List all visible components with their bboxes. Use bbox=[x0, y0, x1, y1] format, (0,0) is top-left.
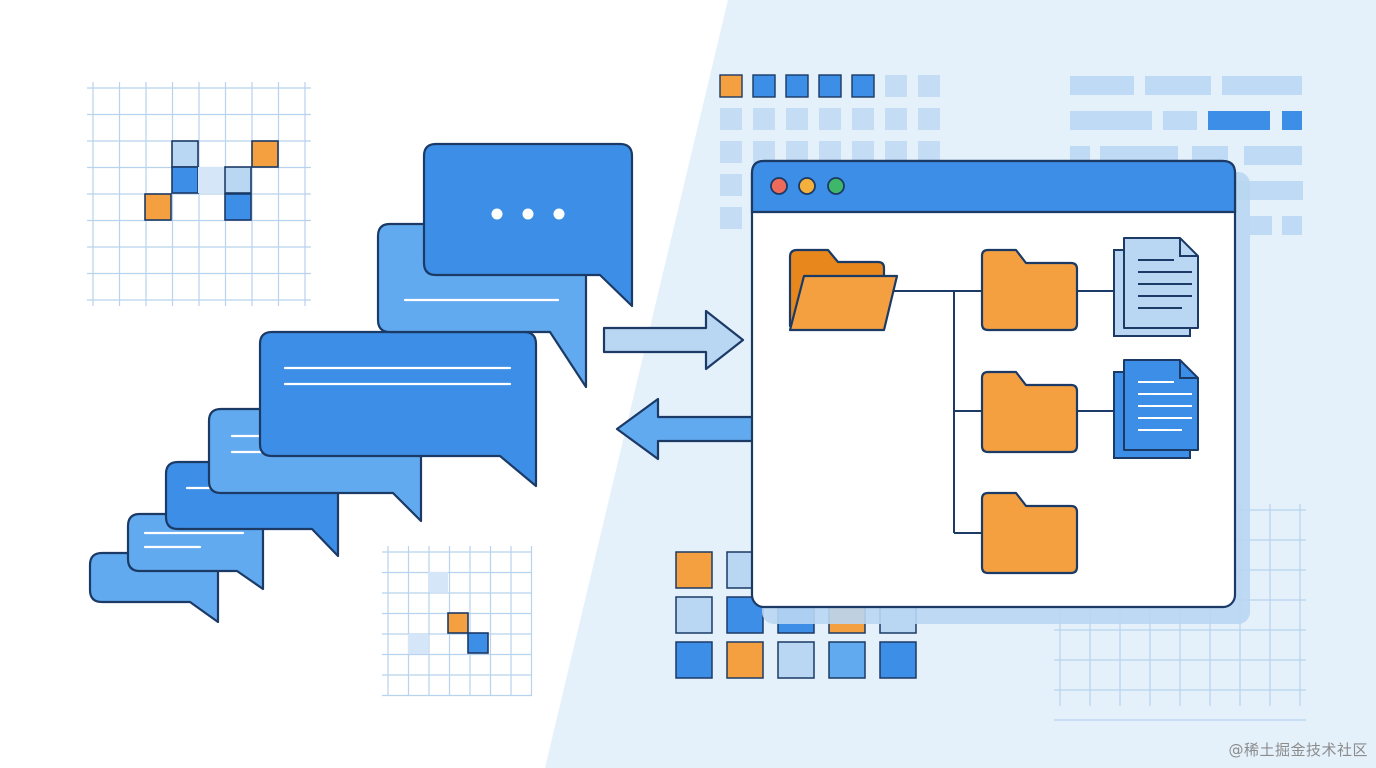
tile bbox=[885, 141, 907, 163]
tile bbox=[879, 641, 917, 679]
tile bbox=[719, 74, 743, 98]
tile bbox=[786, 108, 808, 130]
speech-bubble-icon bbox=[422, 142, 634, 308]
tile bbox=[818, 74, 842, 98]
tile bbox=[675, 551, 713, 589]
tree-connectors bbox=[893, 290, 1114, 534]
bar-segment bbox=[1282, 216, 1302, 235]
pixel-cell bbox=[171, 166, 199, 194]
speech-bubble-1 bbox=[422, 142, 634, 308]
tile bbox=[852, 141, 874, 163]
tile bbox=[918, 75, 940, 97]
tile bbox=[786, 141, 808, 163]
pixel-cell bbox=[198, 167, 224, 193]
pixel-cell bbox=[428, 572, 448, 592]
tile bbox=[819, 141, 841, 163]
document-icon bbox=[1113, 359, 1199, 459]
tile bbox=[720, 174, 742, 196]
bar-segment bbox=[1163, 111, 1197, 130]
tile bbox=[828, 641, 866, 679]
tile bbox=[753, 108, 775, 130]
bar-segment bbox=[1222, 76, 1302, 95]
pixel-cell bbox=[224, 193, 252, 221]
browser-window bbox=[750, 159, 1250, 624]
pixel-cell bbox=[171, 140, 199, 168]
typing-dot bbox=[522, 208, 534, 220]
arrow-right-icon bbox=[602, 309, 745, 371]
tile bbox=[785, 74, 809, 98]
document-fold bbox=[1179, 360, 1198, 379]
pixel-cell bbox=[224, 166, 252, 194]
window-title-bar bbox=[750, 159, 1237, 214]
tile bbox=[885, 108, 907, 130]
bar-segment bbox=[1070, 111, 1152, 130]
window-control-dot-icon bbox=[798, 177, 816, 195]
pixel-grid-bottom-middle bbox=[382, 546, 533, 697]
speech-bubble-3 bbox=[258, 330, 538, 488]
ellipsis-icon bbox=[491, 208, 565, 220]
typing-dot bbox=[553, 208, 565, 220]
pixel-grid-top-left bbox=[87, 82, 311, 306]
folder-open-icon bbox=[788, 248, 899, 332]
bar-segment bbox=[1070, 76, 1134, 95]
pixel-cell bbox=[408, 634, 428, 654]
document-icon bbox=[1113, 237, 1199, 337]
pixel-cell bbox=[251, 140, 279, 168]
pixel-cell bbox=[144, 193, 172, 221]
bar-segment bbox=[1145, 76, 1211, 95]
bar-segment bbox=[1208, 111, 1270, 130]
tile bbox=[852, 108, 874, 130]
typing-dot bbox=[491, 208, 503, 220]
folder-front bbox=[788, 274, 899, 332]
tile bbox=[819, 108, 841, 130]
window-control-dot-icon bbox=[827, 177, 845, 195]
tile bbox=[675, 596, 713, 634]
folder-icon bbox=[980, 248, 1079, 332]
tile bbox=[726, 641, 764, 679]
bar-segment bbox=[1250, 216, 1272, 235]
tile bbox=[851, 74, 875, 98]
tile bbox=[885, 75, 907, 97]
tile bbox=[720, 141, 742, 163]
tile bbox=[720, 207, 742, 229]
tile bbox=[752, 74, 776, 98]
folder-icon bbox=[980, 370, 1079, 454]
window-control-dot-icon bbox=[770, 177, 788, 195]
tile bbox=[918, 141, 940, 163]
pixel-cell bbox=[467, 632, 489, 654]
tile bbox=[675, 641, 713, 679]
document-fold bbox=[1179, 238, 1198, 257]
speech-bubble-icon bbox=[258, 330, 538, 488]
tile bbox=[720, 108, 742, 130]
tile bbox=[753, 141, 775, 163]
folder-icon bbox=[980, 491, 1079, 575]
tile bbox=[918, 108, 940, 130]
bar-segment bbox=[1244, 146, 1302, 165]
watermark-text: @稀土掘金技术社区 bbox=[1228, 741, 1368, 759]
bar-segment bbox=[1282, 111, 1302, 130]
tile bbox=[777, 641, 815, 679]
pixel-cell bbox=[447, 612, 469, 634]
